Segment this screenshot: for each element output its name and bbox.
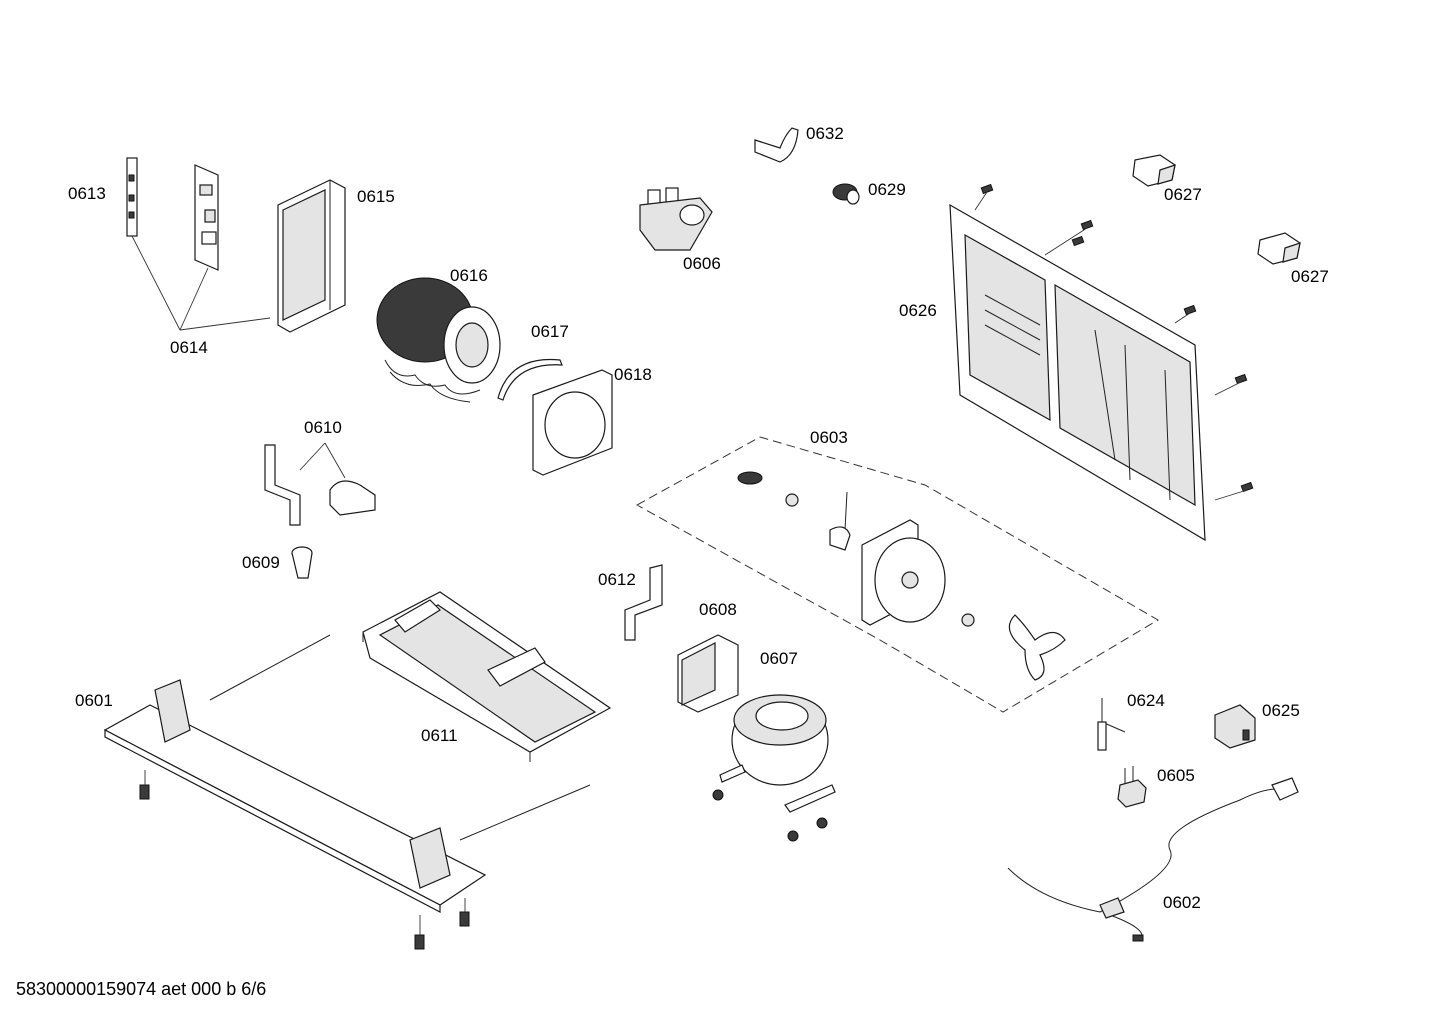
part-0614-module-board [194, 164, 219, 271]
part-0617-arc-clip [497, 358, 563, 401]
part-0609-fitting [291, 546, 313, 579]
label-0632: 0632 [806, 124, 844, 143]
part-0606-water-valve [639, 187, 713, 251]
part-0603-fan-assembly [737, 471, 1066, 681]
label-0605: 0605 [1157, 766, 1195, 785]
label-0602: 0602 [1163, 893, 1201, 912]
label-0613: 0613 [68, 184, 106, 203]
part-0629-connector [832, 183, 860, 205]
leader-0610 [299, 442, 346, 479]
part-0607-compressor [712, 694, 836, 842]
part-0627-block-a [1132, 154, 1176, 187]
label-0614: 0614 [170, 338, 208, 357]
part-0632-bracket [754, 127, 799, 163]
part-0610-tubes [264, 444, 376, 526]
part-0602-power-cord [1007, 777, 1299, 942]
part-0608-relay-box [677, 634, 739, 713]
label-0627-a: 0627 [1164, 185, 1202, 204]
label-0603: 0603 [810, 428, 848, 447]
drawing-number-footer: 58300000159074 aet 000 b 6/6 [16, 979, 267, 999]
label-0601: 0601 [75, 691, 113, 710]
part-0601-base-frame [103, 634, 591, 950]
label-0624: 0624 [1127, 691, 1165, 710]
label-0626: 0626 [899, 301, 937, 320]
label-0612: 0612 [598, 570, 636, 589]
part-0625-thermostat [1214, 704, 1256, 749]
part-0626-back-panel [949, 183, 1254, 542]
label-0617: 0617 [531, 322, 569, 341]
label-0611: 0611 [421, 726, 458, 745]
label-0627-b: 0627 [1291, 267, 1329, 286]
label-0618: 0618 [614, 365, 652, 384]
part-0627-block-b [1257, 232, 1301, 265]
label-0606: 0606 [683, 254, 721, 273]
label-0610: 0610 [304, 418, 342, 437]
part-0611-drip-tray [362, 591, 612, 762]
label-0616: 0616 [450, 266, 488, 285]
group-0603-outline [635, 436, 1159, 713]
part-0615-electronics-housing [277, 179, 346, 333]
part-0613-board-strip [126, 157, 138, 237]
part-0624-sensor [1097, 698, 1126, 751]
label-0609: 0609 [242, 553, 280, 572]
label-0629: 0629 [868, 180, 906, 199]
label-0608: 0608 [699, 600, 737, 619]
part-0618-fan-shroud [532, 369, 613, 476]
label-0625: 0625 [1262, 701, 1300, 720]
label-0607: 0607 [760, 649, 798, 668]
part-0605-relay [1117, 766, 1147, 808]
leader-0614 [131, 235, 271, 331]
part-0616-coil [376, 277, 501, 403]
label-0615: 0615 [357, 187, 395, 206]
part-0612-tube [624, 564, 663, 641]
